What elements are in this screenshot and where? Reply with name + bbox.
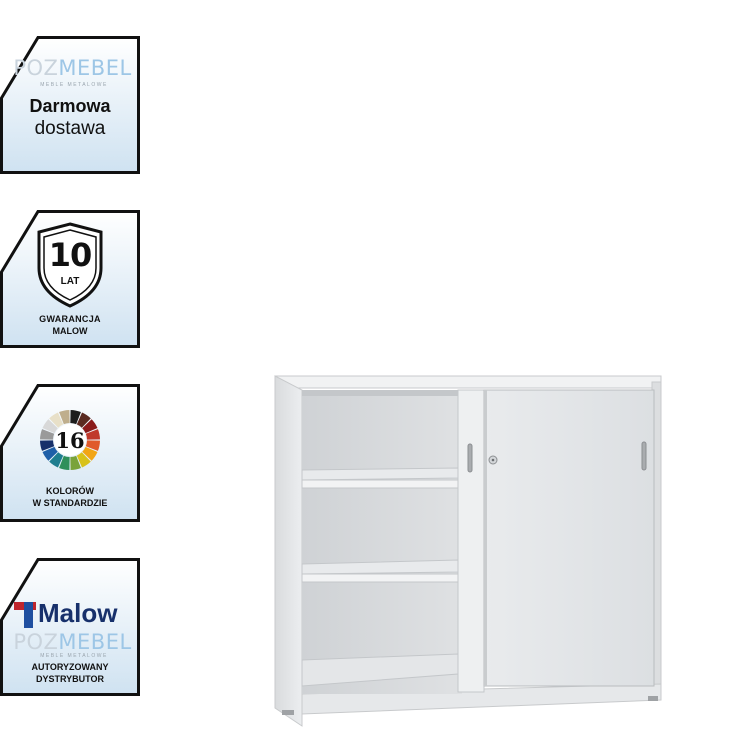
badge-frame [0,36,140,174]
color-swatch [82,419,98,434]
color-swatch [85,429,100,440]
color-swatch [70,455,81,470]
color-swatch [42,419,58,434]
color-swatch [82,446,98,461]
cabinet-interior [301,390,462,694]
cabinet-foot [648,696,658,701]
badge-frame [0,210,140,348]
color-swatch [40,440,55,451]
color-swatch [59,455,70,470]
color-swatch [42,446,58,461]
colors-count: 16 [55,428,85,453]
product-cabinet-image [274,375,662,727]
pozmebel-logo-tagline: MEBLE METALOWE [40,653,108,659]
warranty-title: GWARANCJA [39,314,101,324]
delivery-title: Darmowa [29,96,111,116]
colors-title: KOLORÓW [46,486,94,496]
badge-frame [0,558,140,696]
malow-logo-icon [14,602,36,628]
badge-colors: 16 KOLORÓW W STANDARDZIE [0,384,140,522]
shield-icon [37,222,103,308]
badge-frame [0,384,140,522]
color-swatch [49,412,64,428]
door-handle-right [641,441,647,471]
warranty-years: 10 [48,236,93,274]
color-swatch [76,412,91,428]
color-swatch [40,429,55,440]
rear-door-edge [457,389,485,693]
malow-brand: Malow [38,598,118,628]
door-handle-left [467,443,473,473]
color-swatch [70,410,81,425]
badge-warranty: 10 LAT GWARANCJA MALOW [0,210,140,348]
delivery-subtitle: dostawa [34,118,106,139]
badge-free-delivery: POZMEBEL MEBLE METALOWE Darmowa dostawa [0,36,140,174]
distributor-subtitle: DYSTRYBUTOR [35,674,104,684]
color-wheel-center [54,424,86,456]
lock-icon [488,455,498,465]
pozmebel-logo: POZMEBEL [13,56,132,80]
distributor-title: AUTORYZOWANY [31,662,109,672]
sliding-door [483,389,655,687]
shelf [301,467,459,489]
colors-subtitle: W STANDARDZIE [32,498,108,508]
badge-authorized-distributor: Malow POZMEBEL MEBLE METALOWE AUTORYZOWA… [0,558,140,696]
color-wheel-icon [40,410,100,470]
warranty-unit: LAT [60,276,80,287]
shelf [301,559,459,583]
pozmebel-logo: POZMEBEL [13,630,132,654]
color-swatch [59,410,70,425]
color-swatch [76,452,91,468]
color-swatch [49,452,64,468]
cabinet-foot [282,710,294,715]
color-swatch [85,440,100,451]
warranty-brand: MALOW [52,326,88,336]
pozmebel-logo-tagline: MEBLE METALOWE [40,82,108,88]
